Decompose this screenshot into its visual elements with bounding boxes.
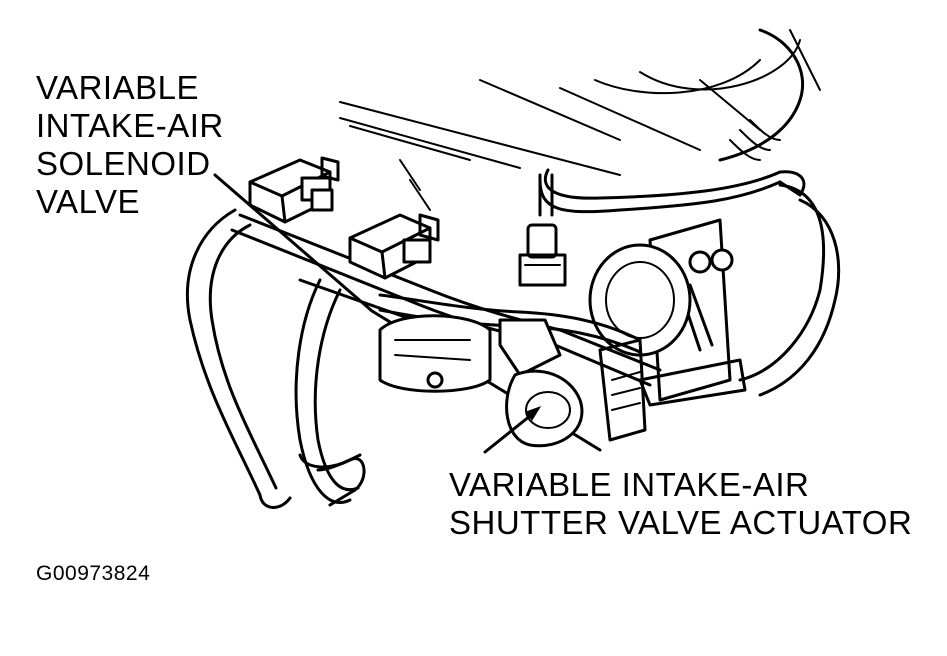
solenoid-label-line-3: SOLENOID xyxy=(36,145,211,182)
upper-hose xyxy=(538,168,841,397)
left-hose xyxy=(185,208,366,509)
solenoid-label-line-4: VALVE xyxy=(36,183,140,220)
solenoid-valve-1 xyxy=(248,156,340,224)
solenoid-label-line-1: VARIABLE xyxy=(36,69,199,106)
solenoid-label-line-2: INTAKE-AIR xyxy=(36,107,224,144)
solenoid-valve-label: VARIABLE INTAKE-AIR SOLENOID VALVE xyxy=(36,69,224,221)
shutter-actuator xyxy=(378,314,647,448)
shutter-actuator-label: VARIABLE INTAKE-AIR SHUTTER VALVE ACTUAT… xyxy=(449,466,912,542)
solenoid-valve-2 xyxy=(348,213,440,280)
actuator-leader-arrow xyxy=(525,406,542,421)
right-bracket xyxy=(638,218,747,407)
diaphragm-housing xyxy=(588,243,692,357)
actuator-label-line-2: SHUTTER VALVE ACTUATOR xyxy=(449,504,913,541)
actuator-leader-line xyxy=(483,410,537,454)
vacuum-fitting xyxy=(518,223,567,287)
actuator-label-line-1: VARIABLE INTAKE-AIR xyxy=(449,466,810,503)
engine-body-lines xyxy=(339,28,821,211)
figure-id: G00973824 xyxy=(36,562,151,585)
